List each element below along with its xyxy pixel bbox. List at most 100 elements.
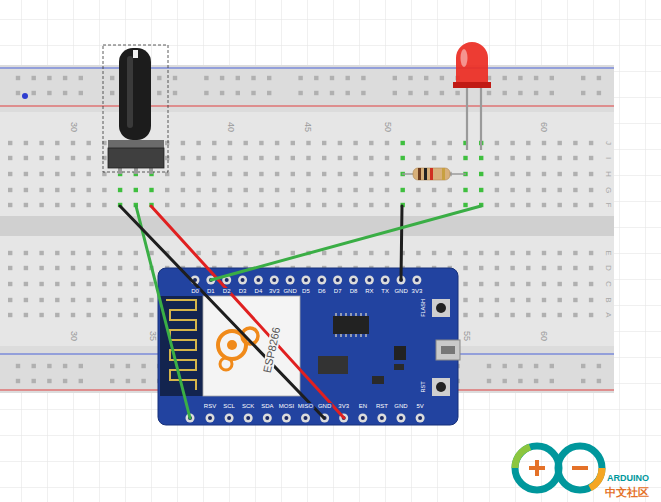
board-pin <box>416 414 425 423</box>
breadboard-hole <box>330 91 334 95</box>
breadboard-hole <box>589 141 593 145</box>
breadboard-hole <box>196 156 200 160</box>
board-pin <box>265 416 269 420</box>
breadboard-hole <box>39 298 43 302</box>
breadboard-hole <box>47 364 51 368</box>
breadboard-hole <box>149 188 153 192</box>
breadboard-hole <box>518 91 522 95</box>
breadboard-hole <box>526 203 530 207</box>
breadboard-hole <box>259 156 263 160</box>
board-pin <box>367 278 371 282</box>
breadboard-hole <box>463 188 467 192</box>
breadboard-hole <box>47 379 51 383</box>
breadboard-hole <box>495 188 499 192</box>
breadboard-hole <box>71 203 75 207</box>
board-pin <box>254 276 263 285</box>
board-pin <box>383 278 387 282</box>
potentiometer-symbol <box>127 56 133 128</box>
breadboard-hole <box>558 156 562 160</box>
breadboard-hole <box>16 379 20 383</box>
breadboard-hole <box>134 313 138 317</box>
wire <box>401 206 402 280</box>
breadboard-hole <box>87 188 91 192</box>
breadboard-hole <box>416 141 420 145</box>
breadboard-hole <box>110 91 114 95</box>
breadboard-hole <box>173 91 177 95</box>
breadboard-hole <box>87 141 91 145</box>
breadboard-hole <box>385 172 389 176</box>
pin-label: D6 <box>317 288 327 294</box>
breadboard-hole <box>8 251 12 255</box>
pin-label: SCL <box>222 403 236 409</box>
esp8266-board-drawing <box>227 340 237 350</box>
breadboard-hole <box>291 203 295 207</box>
row-letter: E <box>604 250 612 255</box>
breadboard-hole <box>510 203 514 207</box>
breadboard-hole <box>510 313 514 317</box>
led-symbol <box>461 49 468 67</box>
breadboard-hole <box>47 76 51 80</box>
breadboard-hole <box>526 141 530 145</box>
breadboard-hole <box>165 141 169 145</box>
breadboard-hole <box>589 188 593 192</box>
breadboard-hole <box>102 188 106 192</box>
breadboard-hole <box>416 203 420 207</box>
breadboard-hole <box>32 91 36 95</box>
breadboard-hole <box>173 76 177 80</box>
board-pin <box>304 278 308 282</box>
breadboard-hole <box>495 172 499 176</box>
breadboard-hole <box>432 251 436 255</box>
pin-label: 3V3 <box>411 288 424 294</box>
breadboard-hole <box>149 251 153 255</box>
breadboard-hole <box>558 266 562 270</box>
breadboard-hole <box>401 188 405 192</box>
breadboard-hole <box>251 91 255 95</box>
breadboard-hole <box>118 266 122 270</box>
breadboard-hole <box>346 76 350 80</box>
breadboard-hole <box>479 282 483 286</box>
breadboard-hole <box>39 313 43 317</box>
breadboard-hole <box>306 141 310 145</box>
breadboard-hole <box>55 172 59 176</box>
breadboard-hole <box>275 188 279 192</box>
breadboard-hole <box>126 364 130 368</box>
board-pin <box>238 276 247 285</box>
breadboard-hole <box>558 141 562 145</box>
wire <box>120 206 324 418</box>
esp8266-board-drawing <box>203 296 300 396</box>
breadboard-hole <box>55 298 59 302</box>
potentiometer-symbol <box>119 48 151 140</box>
breadboard-hole <box>589 251 593 255</box>
board-pin <box>377 414 386 423</box>
watermark-logo <box>529 460 545 476</box>
watermark-logo <box>515 447 530 468</box>
breadboard-hole <box>448 203 452 207</box>
breadboard-hole <box>141 364 145 368</box>
board-pin <box>208 416 212 420</box>
column-number: 60 <box>539 122 548 132</box>
breadboard-hole <box>526 172 530 176</box>
resistor-symbol <box>442 168 445 180</box>
breadboard-hole <box>440 91 444 95</box>
breadboard-hole <box>55 282 59 286</box>
esp8266-board-drawing <box>333 316 369 334</box>
breadboard-hole <box>346 91 350 95</box>
esp8266-board-drawing <box>441 346 455 354</box>
breadboard-hole <box>55 156 59 160</box>
breadboard-hole <box>432 188 436 192</box>
board-pin <box>288 278 292 282</box>
breadboard-hole <box>79 379 83 383</box>
breadboard-hole <box>448 156 452 160</box>
breadboard-hole <box>102 313 106 317</box>
board-pin <box>361 416 365 420</box>
breadboard-hole <box>573 313 577 317</box>
board-pin <box>256 278 260 282</box>
breadboard-hole <box>228 251 232 255</box>
breadboard-hole <box>118 251 122 255</box>
breadboard-hole <box>463 282 467 286</box>
pin-label: RST <box>375 403 389 409</box>
breadboard-hole <box>597 76 601 80</box>
board-pin <box>241 278 245 282</box>
breadboard-hole <box>573 141 577 145</box>
breadboard-hole <box>8 188 12 192</box>
